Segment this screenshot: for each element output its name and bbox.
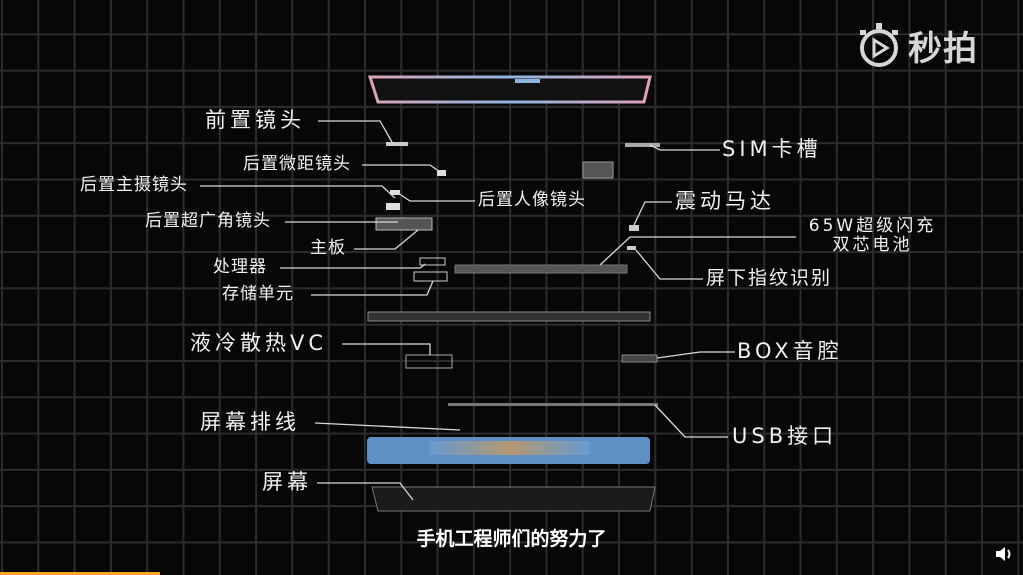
watermark-logo: 秒拍 xyxy=(856,20,978,70)
label-sim-tray: SIM卡槽 xyxy=(722,137,822,161)
top-frame-part xyxy=(367,75,652,104)
component-part xyxy=(582,161,614,179)
speaker-icon xyxy=(996,547,1011,561)
label-rear-macro: 后置微距镜头 xyxy=(243,154,351,174)
label-storage: 存储单元 xyxy=(222,284,294,304)
usb-part xyxy=(448,403,658,406)
subtitle: 手机工程师们的努力了 xyxy=(416,528,607,550)
mainboard-part xyxy=(375,217,433,231)
label-display: 屏幕 xyxy=(262,470,312,494)
vc-part xyxy=(405,354,453,369)
label-fingerprint: 屏下指纹识别 xyxy=(706,267,833,289)
stopwatch-play-icon xyxy=(860,23,898,67)
screen-part xyxy=(371,486,656,512)
label-battery: 65W超级闪充 双芯电池 xyxy=(800,217,945,255)
label-front-camera: 前置镜头 xyxy=(205,108,305,132)
label-rear-ultrawide: 后置超广角镜头 xyxy=(145,211,271,231)
label-box-speaker: BOX音腔 xyxy=(737,339,843,363)
vibration-motor-part xyxy=(629,225,639,231)
label-vc-cooling: 液冷散热VC xyxy=(190,331,328,355)
label-processor: 处理器 xyxy=(213,257,267,277)
label-rear-portrait: 后置人像镜头 xyxy=(478,190,586,210)
battery-part xyxy=(454,264,628,274)
speaker-box-part xyxy=(621,354,658,363)
back-cover-part xyxy=(367,437,650,464)
label-battery-line1: 65W超级闪充 xyxy=(808,216,937,236)
volume-button[interactable] xyxy=(994,545,1014,567)
storage-part xyxy=(413,271,448,282)
fingerprint-part xyxy=(627,246,636,250)
label-display-cable: 屏幕排线 xyxy=(200,410,300,434)
label-mainboard: 主板 xyxy=(310,238,346,258)
portrait-camera-part xyxy=(386,203,400,210)
main-camera-part xyxy=(390,190,400,195)
processor-part xyxy=(419,257,446,266)
label-vibration-motor: 震动马达 xyxy=(675,189,775,213)
label-battery-line2: 双芯电池 xyxy=(832,235,913,255)
sim-tray-part xyxy=(625,143,660,147)
playback-progress-bar[interactable] xyxy=(0,572,1023,575)
midframe-part xyxy=(367,311,651,322)
macro-camera-part xyxy=(437,170,446,176)
front-camera-part xyxy=(386,142,408,146)
playback-progress-fill xyxy=(0,572,160,575)
label-rear-main: 后置主摄镜头 xyxy=(80,175,188,195)
leader-lines xyxy=(200,120,796,501)
logo-text: 秒拍 xyxy=(908,28,978,69)
label-usb-port: USB接口 xyxy=(732,424,838,448)
